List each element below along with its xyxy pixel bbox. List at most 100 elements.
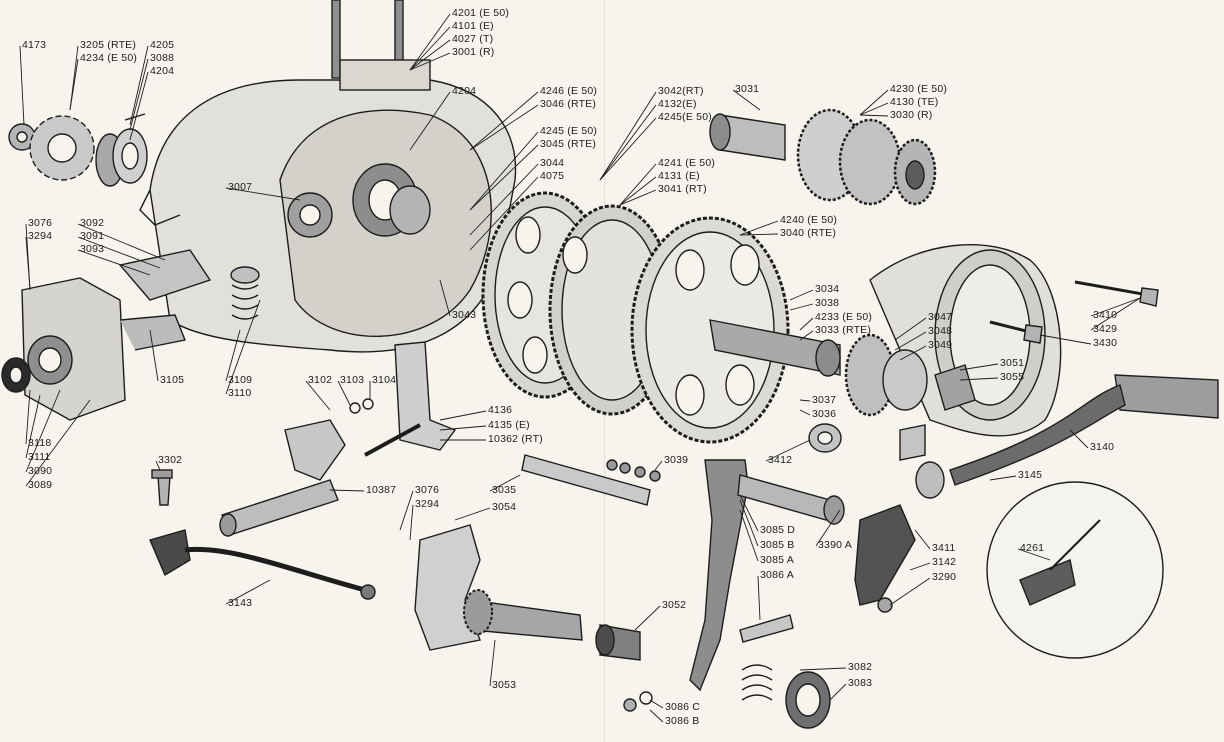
leader-line: [19, 45, 25, 126]
leader-line: [959, 363, 999, 371]
leader-line: [409, 504, 414, 541]
part-number-label: 3142: [932, 556, 957, 568]
part-number-label: 3051: [1000, 357, 1025, 369]
part-number-label: 4173: [22, 39, 47, 51]
part-number-label: 4204: [452, 85, 477, 97]
leader-line: [469, 176, 539, 251]
part-number-label: 3109: [228, 374, 253, 386]
large-gears: [481, 191, 841, 444]
part-number-label: 3302: [158, 454, 183, 466]
part-number-label: 3102: [308, 374, 333, 386]
part-number-label: 4234 (E 50): [80, 52, 138, 64]
leader-line: [409, 26, 451, 71]
part-number-label: 4075: [540, 170, 565, 182]
leader-line: [732, 89, 761, 111]
part-number-label: 3145: [1018, 469, 1043, 481]
part-number-label: 3205 (RTE): [80, 39, 137, 51]
quadrant-plate: [414, 524, 641, 661]
leader-line: [469, 144, 539, 211]
part-number-label: 3076: [28, 217, 53, 229]
part-number-label: 3034: [815, 283, 840, 295]
leader-line: [889, 577, 931, 606]
leader-line: [739, 220, 779, 236]
part-number-label: 3047: [928, 311, 953, 323]
part-number-label: 4261: [1020, 542, 1045, 554]
leader-line: [634, 605, 661, 631]
gearbox-housing: [139, 59, 517, 353]
leader-line: [69, 58, 79, 111]
selector-forks: [284, 341, 457, 481]
sprocket-assembly: [8, 113, 148, 187]
part-number-label: 3043: [452, 309, 477, 321]
kickstart-lever: [915, 374, 1219, 499]
leader-line: [599, 117, 657, 181]
leader-line: [1090, 297, 1141, 317]
leader-line: [859, 114, 889, 117]
part-number-label: 3033 (RTE): [815, 324, 872, 336]
part-number-label: 3045 (RTE): [540, 138, 597, 150]
leader-line: [914, 529, 931, 550]
leader-line: [649, 699, 664, 709]
leader-line: [155, 460, 161, 471]
part-number-label: 3390 A: [818, 539, 852, 551]
lock-nut: [808, 423, 842, 453]
leader-line: [619, 163, 657, 206]
leader-line: [789, 303, 814, 311]
leader-line: [1069, 429, 1089, 449]
leader-line: [469, 104, 539, 151]
leader-line: [599, 91, 657, 181]
part-number-label: 3030 (R): [890, 109, 933, 121]
leader-line: [25, 389, 31, 445]
leader-line: [799, 317, 814, 331]
leader-line: [894, 331, 927, 351]
part-number-label: 3031: [735, 83, 760, 95]
leader-line: [489, 639, 496, 687]
leader-line: [225, 329, 241, 382]
leader-line: [799, 409, 811, 416]
part-number-label: 3041 (RT): [658, 183, 707, 195]
clutch-arm: [854, 424, 926, 613]
inset-detail: [986, 481, 1164, 659]
part-number-label: 3430: [1093, 337, 1118, 349]
part-number-label: 3290: [932, 571, 957, 583]
leader-line: [489, 474, 521, 492]
part-number-label: 3103: [340, 374, 365, 386]
leader-line: [757, 575, 761, 621]
leader-line: [409, 91, 451, 151]
part-number-label: 4027 (T): [452, 33, 494, 45]
leader-line: [225, 299, 261, 395]
leader-line: [789, 289, 814, 301]
part-number-label: 3294: [28, 230, 53, 242]
clutch-cover: [844, 244, 1062, 437]
leader-line: [1090, 297, 1141, 331]
part-number-label: 3048: [928, 325, 953, 337]
part-number-label: 3294: [415, 498, 440, 510]
leader-line: [959, 377, 999, 381]
leader-line: [439, 279, 451, 317]
part-number-label: 3052: [662, 599, 687, 611]
part-number-label: 3105: [160, 374, 185, 386]
part-number-label: 3037: [812, 394, 837, 406]
part-number-label: 3140: [1090, 441, 1115, 453]
part-number-label: 3410: [1093, 309, 1118, 321]
leader-line: [619, 176, 657, 206]
part-number-label: 4101 (E): [452, 20, 494, 32]
leader-line: [439, 425, 487, 431]
part-number-label: 3143: [228, 597, 253, 609]
leader-line: [799, 330, 814, 341]
part-number-label: 4130 (TE): [890, 96, 939, 108]
leader-line: [329, 489, 365, 492]
leader-line: [619, 189, 657, 206]
detent-shaft: [521, 454, 661, 506]
leader-line: [649, 709, 664, 723]
leader-line: [859, 102, 889, 116]
part-number-label: 10362 (RT): [488, 433, 543, 445]
part-number-label: 3086 B: [665, 715, 700, 727]
part-number-label: 3411: [932, 542, 956, 554]
leader-line: [815, 509, 841, 547]
part-number-label: 4132(E): [658, 98, 697, 110]
leader-line: [654, 460, 663, 471]
leader-line: [765, 439, 811, 462]
